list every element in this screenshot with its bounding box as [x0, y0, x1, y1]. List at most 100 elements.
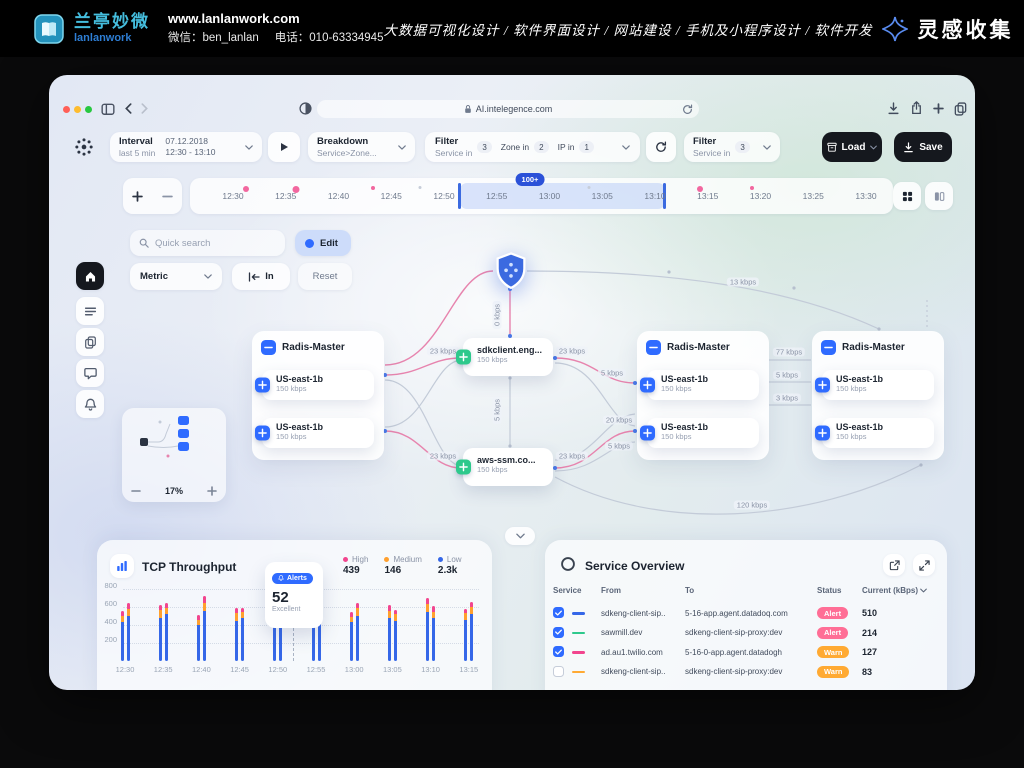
table-row[interactable]: sdkeng-client-sip..5-16-app.agent.datado… [545, 604, 947, 624]
expand-node-button[interactable] [255, 377, 270, 393]
timeline-tick[interactable]: 13:05 [591, 191, 613, 201]
expand-node-button[interactable] [255, 425, 270, 441]
gateway-shield-node[interactable] [494, 252, 528, 295]
sidebar-item-comment[interactable] [76, 359, 104, 387]
timeline-tick[interactable]: 12:30 [222, 191, 244, 201]
timeline-tick[interactable]: 12:55 [486, 191, 508, 201]
reset-label: Reset [312, 271, 338, 282]
view-columns-button[interactable] [925, 182, 953, 210]
table-row[interactable]: sdkeng-client-sip..sdkeng-client-sip-pro… [545, 663, 947, 683]
timeline-tick[interactable]: 13:00 [538, 191, 561, 201]
timeline-tick[interactable]: 12:35 [275, 191, 297, 201]
metric-selector[interactable]: Metric [130, 263, 222, 290]
save-button[interactable]: Save [894, 132, 952, 162]
edit-toggle[interactable]: Edit [295, 230, 351, 256]
tcp-title: TCP Throughput [142, 560, 237, 574]
timeline-selection[interactable] [460, 183, 665, 209]
filter-count-badge: 1 [579, 141, 594, 153]
timeline-tick[interactable]: 12:40 [327, 191, 350, 201]
row-checkbox[interactable] [553, 607, 564, 618]
minimize-button[interactable] [74, 106, 81, 113]
status-badge: Warn [817, 646, 850, 658]
open-external-button[interactable] [883, 554, 905, 576]
sidebar-item-pages[interactable] [76, 328, 104, 356]
column-header[interactable]: To [685, 586, 695, 595]
expand-node-button[interactable] [815, 425, 830, 441]
column-header[interactable]: Status [817, 586, 842, 595]
play-button[interactable] [268, 132, 300, 162]
alerts-chip: Alerts [272, 572, 313, 584]
quick-search[interactable] [130, 230, 285, 256]
quick-search-input[interactable] [155, 237, 276, 249]
collapse-node-button[interactable] [261, 340, 276, 355]
collapse-graph-button[interactable] [505, 527, 535, 545]
close-button[interactable] [63, 106, 70, 113]
service-node[interactable]: aws-ssm.co...150 kbps [456, 448, 553, 486]
website-link[interactable]: www.lanlanwork.com [168, 11, 300, 27]
legend-dot [343, 557, 348, 562]
chart-bar [355, 602, 359, 661]
view-grid-button[interactable] [893, 182, 921, 210]
timeline-tick[interactable]: 12:50 [433, 191, 455, 201]
direction-in-button[interactable]: In [232, 263, 290, 290]
address-bar[interactable]: AI.intelegence.com [317, 100, 699, 118]
expand-button[interactable] [913, 554, 935, 576]
selection-handle-right[interactable] [663, 183, 666, 209]
expand-node-button[interactable] [456, 459, 471, 475]
load-button[interactable]: Load [822, 132, 882, 162]
service-node[interactable]: sdkclient.eng...150 kbps [456, 338, 553, 376]
fullscreen-button[interactable] [85, 106, 92, 113]
reset-button[interactable]: Reset [298, 263, 352, 290]
minimap-zoom-out-button[interactable] [131, 486, 141, 496]
column-header[interactable]: Current (kBps) [862, 586, 927, 595]
collapse-node-button[interactable] [821, 340, 836, 355]
expand-node-button[interactable] [456, 349, 471, 365]
event-marker-dot [750, 186, 754, 190]
expand-node-button[interactable] [815, 377, 830, 393]
interval-selector[interactable]: Interval last 5 min 07.12.2018 12:30 - 1… [110, 132, 262, 162]
row-checkbox[interactable] [553, 626, 564, 638]
column-header[interactable]: Service [553, 586, 582, 595]
minimap-zoom-in-button[interactable] [207, 486, 217, 496]
sidebar-item-home[interactable] [76, 262, 104, 290]
edge-label: 23 kbps [426, 451, 460, 461]
timeline-tick[interactable]: 13:30 [855, 191, 877, 201]
sidebar-item-bell[interactable] [76, 390, 104, 418]
selection-handle-left[interactable] [458, 183, 461, 209]
timeline-tick[interactable]: 12:45 [380, 191, 402, 201]
alerts-card[interactable]: Alerts 52 Excellent [265, 562, 323, 628]
timeline-tick[interactable]: 13:10 [644, 191, 666, 201]
chart-bar [196, 615, 201, 661]
check-icon [555, 649, 562, 655]
minimap[interactable]: 17% [122, 408, 226, 502]
expand-node-button[interactable] [640, 425, 655, 441]
expand-node-button[interactable] [640, 377, 655, 393]
column-header[interactable]: From [601, 586, 621, 595]
filter-selector-2[interactable]: Filter Service in 3 [684, 132, 780, 162]
refresh-button[interactable] [646, 132, 676, 162]
timeline-tick[interactable]: 13:15 [697, 191, 719, 201]
timeline-tick[interactable]: 13:25 [802, 191, 824, 201]
row-checkbox[interactable] [553, 665, 564, 677]
breakdown-value: Service>Zone... [317, 147, 377, 158]
breakdown-selector[interactable]: Breakdown Service>Zone... [308, 132, 415, 162]
row-checkbox[interactable] [553, 646, 564, 657]
collapse-node-button[interactable] [646, 340, 661, 355]
timeline-tick[interactable]: 13:20 [749, 191, 772, 201]
sidebar-item-layers[interactable] [76, 297, 104, 325]
